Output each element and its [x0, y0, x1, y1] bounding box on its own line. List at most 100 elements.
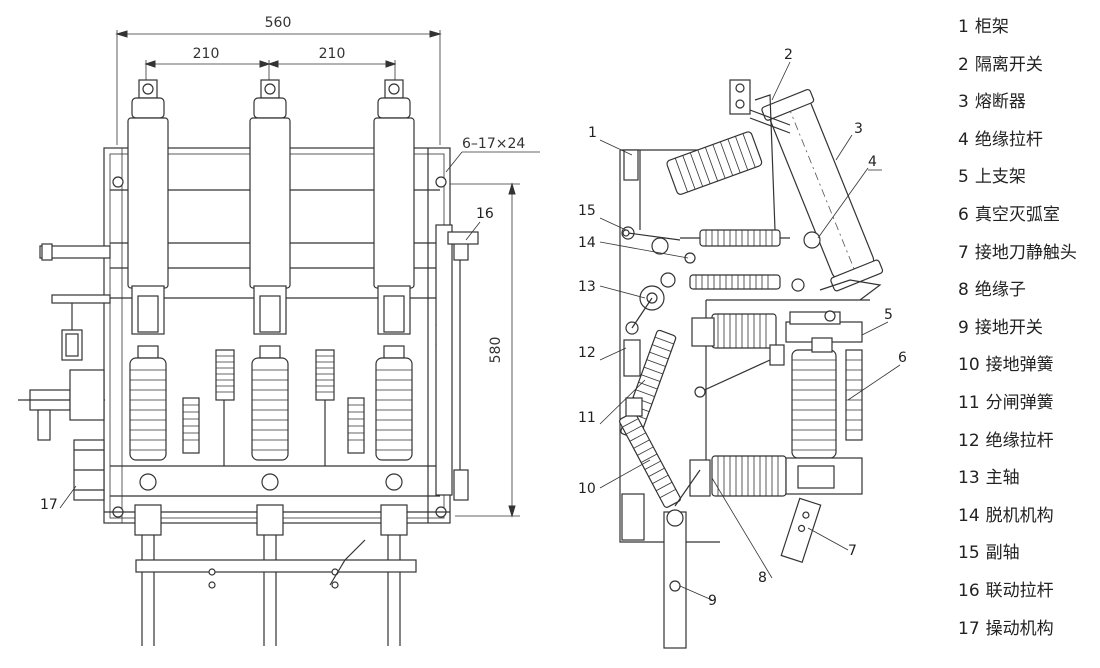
- legend-label: 操动机构: [985, 618, 1054, 639]
- callout-numbers: 1 2 3 4 5 6 7 8 9 10 11 12 13 14 15 16 1…: [40, 47, 907, 609]
- legend-label: 脱机机构: [985, 505, 1054, 526]
- linkage-head: [447, 231, 479, 245]
- legend-number: 1: [958, 17, 969, 37]
- legend-number: 17: [958, 618, 980, 639]
- spring: [182, 397, 200, 454]
- legend-number: 15: [958, 543, 980, 564]
- legend-number: 14: [958, 505, 980, 526]
- pivot: [660, 272, 676, 288]
- interrupter-ribs: [252, 369, 288, 451]
- pivot: [261, 473, 279, 491]
- dim-arrow: [267, 60, 279, 68]
- side-insulator-ribs: [846, 359, 862, 431]
- leader-line: [771, 61, 791, 101]
- dim-phase-spacing-left: 210: [193, 46, 220, 62]
- legend-label: 接地弹簧: [985, 355, 1054, 376]
- pivot: [651, 237, 669, 255]
- link: [674, 469, 701, 507]
- lower-terminal: [134, 504, 162, 536]
- isolating-switch: [729, 79, 791, 233]
- interrupter-ribs: [130, 369, 166, 451]
- front-view: 560 210 210 580 6–17×24: [18, 15, 540, 646]
- legend-label: 副轴: [985, 543, 1020, 564]
- leader-line: [861, 321, 889, 336]
- legend-number: 9: [958, 317, 969, 338]
- callout-1: 1: [588, 125, 597, 141]
- terminal-bolt: [142, 83, 154, 95]
- callout-leaders: [59, 61, 901, 601]
- link: [699, 359, 771, 393]
- insulator-body: [666, 131, 763, 195]
- dim-arrow: [429, 30, 442, 38]
- fuse-body: [127, 117, 169, 289]
- leader-line: [817, 167, 869, 239]
- leader-line: [599, 217, 627, 231]
- dim-phase-spacing-right: 210: [319, 46, 346, 62]
- legend-number: 13: [958, 468, 980, 489]
- bolt: [797, 524, 806, 533]
- interrupter-cap: [811, 337, 833, 353]
- legend-label: 上支架: [974, 167, 1026, 188]
- auxiliary-shaft: [51, 294, 111, 304]
- callout-2: 2: [784, 47, 793, 63]
- contact-arm: [819, 279, 882, 301]
- insulator-ribs: [717, 456, 779, 496]
- callout-15: 15: [578, 203, 596, 219]
- fuse-end-cap: [131, 97, 165, 119]
- callout-13: 13: [578, 279, 596, 295]
- leader-line: [445, 151, 463, 173]
- upper-insulator: [666, 131, 763, 195]
- linkage-rod-housing: [435, 224, 453, 496]
- leader-line: [59, 485, 77, 509]
- tripping-mechanism: [684, 252, 696, 264]
- dim-arrow: [259, 60, 271, 68]
- leader-line: [599, 379, 646, 425]
- callout-12: 12: [578, 345, 596, 361]
- bracket: [625, 397, 643, 417]
- lower-terminal: [256, 504, 284, 536]
- pivot: [694, 386, 706, 398]
- callout-11: 11: [578, 410, 596, 426]
- callout-14: 14: [578, 235, 596, 251]
- bolt: [331, 581, 339, 589]
- insulator-cap: [259, 345, 281, 359]
- callout-8: 8: [758, 570, 767, 586]
- legend-label: 接地刀静触头: [974, 242, 1077, 263]
- legend-label: 隔离开关: [974, 54, 1043, 75]
- leader-line: [599, 459, 651, 489]
- mechanism-box: [69, 369, 105, 421]
- fuse-clamp-inner: [383, 295, 405, 333]
- leader-line: [599, 347, 627, 361]
- legend-number: 3: [958, 92, 969, 113]
- callout-7: 7: [848, 543, 857, 559]
- dim-arrow: [508, 182, 516, 195]
- side-insulator: [845, 349, 863, 441]
- vacuum-interrupter: [375, 357, 413, 461]
- fuse-body: [249, 117, 291, 289]
- bracket: [689, 459, 711, 497]
- pivot: [803, 231, 821, 249]
- leader-line: [679, 585, 713, 601]
- frame-foot: [621, 493, 645, 541]
- phase-a: [127, 79, 169, 646]
- vacuum-interrupter: [129, 357, 167, 461]
- lower-bar: [135, 559, 417, 573]
- pivot: [139, 473, 157, 491]
- switch-blade: [749, 109, 791, 126]
- lower-support-inner: [797, 465, 835, 489]
- fuse-end-cap: [253, 97, 287, 119]
- spring-coils: [622, 418, 676, 499]
- callout-17: 17: [40, 497, 58, 513]
- insulating-rod-12: [660, 272, 805, 292]
- spring-coils: [348, 404, 364, 441]
